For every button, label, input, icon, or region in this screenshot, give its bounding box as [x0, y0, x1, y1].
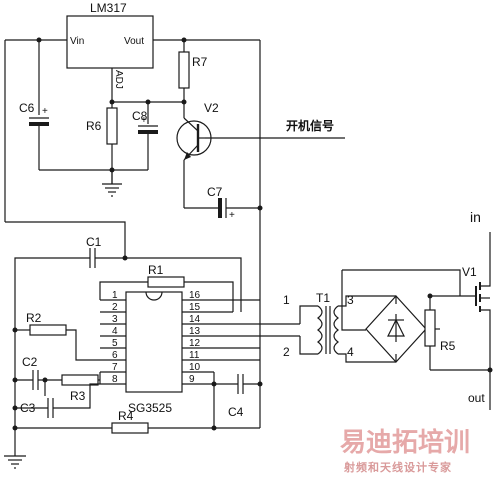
c2-label: C2	[22, 355, 38, 369]
lm317-vin-pin: Vin	[70, 36, 84, 47]
ic-pin-9: 9	[189, 374, 195, 385]
ic-pin-1: 1	[112, 290, 118, 301]
main-ground	[4, 428, 26, 469]
r4-label: R4	[118, 409, 134, 423]
c3-label: C3	[20, 401, 36, 415]
lm317-adj-pin: ADJ	[113, 70, 124, 89]
resistor-r2: R2	[12, 311, 100, 361]
t1-pin-4: 4	[347, 345, 354, 359]
ic-pin-8: 8	[112, 374, 118, 385]
resistor-r4: R4	[12, 409, 260, 434]
ic-pin-15: 15	[189, 302, 201, 313]
ic-pin-3: 3	[112, 314, 118, 325]
c4-label: C4	[228, 405, 244, 419]
ic-pin-7: 7	[112, 362, 118, 373]
lm317-regulator: LM317 Vin Vout ADJ	[66, 1, 154, 89]
c8-plus: +	[141, 115, 147, 126]
capacitor-c4: C4	[211, 372, 263, 431]
ic-pin-5: 5	[112, 338, 118, 349]
c6-label: C6	[19, 101, 35, 115]
ic-right-leads: 16 15 14 13 12 11 10 9	[182, 290, 300, 385]
ic-pin-2: 2	[112, 302, 118, 313]
capacitor-c3: C3	[12, 380, 100, 418]
t1-pin-3: 3	[347, 293, 354, 307]
capacitor-c1: C1	[14, 235, 242, 428]
resistor-r1: R1	[99, 263, 234, 312]
r5-label: R5	[440, 339, 456, 353]
ic-pin-12: 12	[189, 338, 201, 349]
ic-pin-4: 4	[112, 326, 118, 337]
watermark-tagline: 射频和天线设计专家	[343, 460, 452, 474]
capacitor-c2: C2	[12, 355, 62, 390]
r7-label: R7	[192, 55, 208, 69]
c1-label: C1	[86, 235, 102, 249]
transformer-t1: T1 1 2 3 4	[283, 291, 396, 363]
output-label: out	[468, 391, 485, 405]
c7-label: C7	[207, 185, 223, 199]
r2-label: R2	[26, 311, 42, 325]
v2-label: V2	[204, 101, 219, 115]
lm317-label: LM317	[90, 1, 127, 15]
c8-label: C8	[132, 109, 148, 123]
resistor-r3: R3	[61, 372, 101, 403]
mosfet-v1: V1	[430, 232, 493, 410]
regulator-ground	[39, 167, 148, 197]
input-label: in	[470, 209, 481, 225]
ic-left-leads: 1 2 3 4 5 6 7 8	[100, 290, 126, 385]
r1-label: R1	[148, 263, 164, 277]
r3-label: R3	[70, 389, 86, 403]
ic-pin-10: 10	[189, 362, 201, 373]
adj-network: R6 C8 +	[86, 68, 187, 184]
c7-plus: +	[229, 210, 235, 221]
ic-pin-16: 16	[189, 290, 201, 301]
t1-pin-1: 1	[283, 293, 290, 307]
capacitor-c6: C6 +	[19, 40, 49, 170]
t1-label: T1	[316, 291, 330, 305]
bridge-rectifier	[341, 269, 461, 363]
watermark: 易迪拓培训 射频和天线设计专家	[340, 427, 470, 474]
io-labels: in out	[468, 209, 485, 405]
ic-pin-11: 11	[189, 350, 200, 361]
t1-pin-2: 2	[283, 345, 290, 359]
power-on-signal-label: 开机信号	[286, 118, 334, 133]
transistor-v2: V2 开机信号	[176, 101, 345, 208]
c6-plus: +	[42, 106, 48, 117]
v1-label: V1	[462, 265, 477, 279]
ic-pin-14: 14	[189, 314, 201, 325]
resistor-r5: R5	[424, 293, 476, 370]
resistor-r7: R7	[178, 40, 208, 118]
sg3525-ic: SG3525	[125, 291, 183, 415]
watermark-brand: 易迪拓培训	[340, 427, 470, 457]
sg3525-label: SG3525	[128, 401, 172, 415]
lm317-vout-pin: Vout	[124, 36, 144, 47]
r6-label: R6	[86, 119, 102, 133]
ic-pin-6: 6	[112, 350, 118, 361]
capacitor-c7: C7 +	[184, 185, 263, 221]
ic-pin-13: 13	[189, 326, 201, 337]
